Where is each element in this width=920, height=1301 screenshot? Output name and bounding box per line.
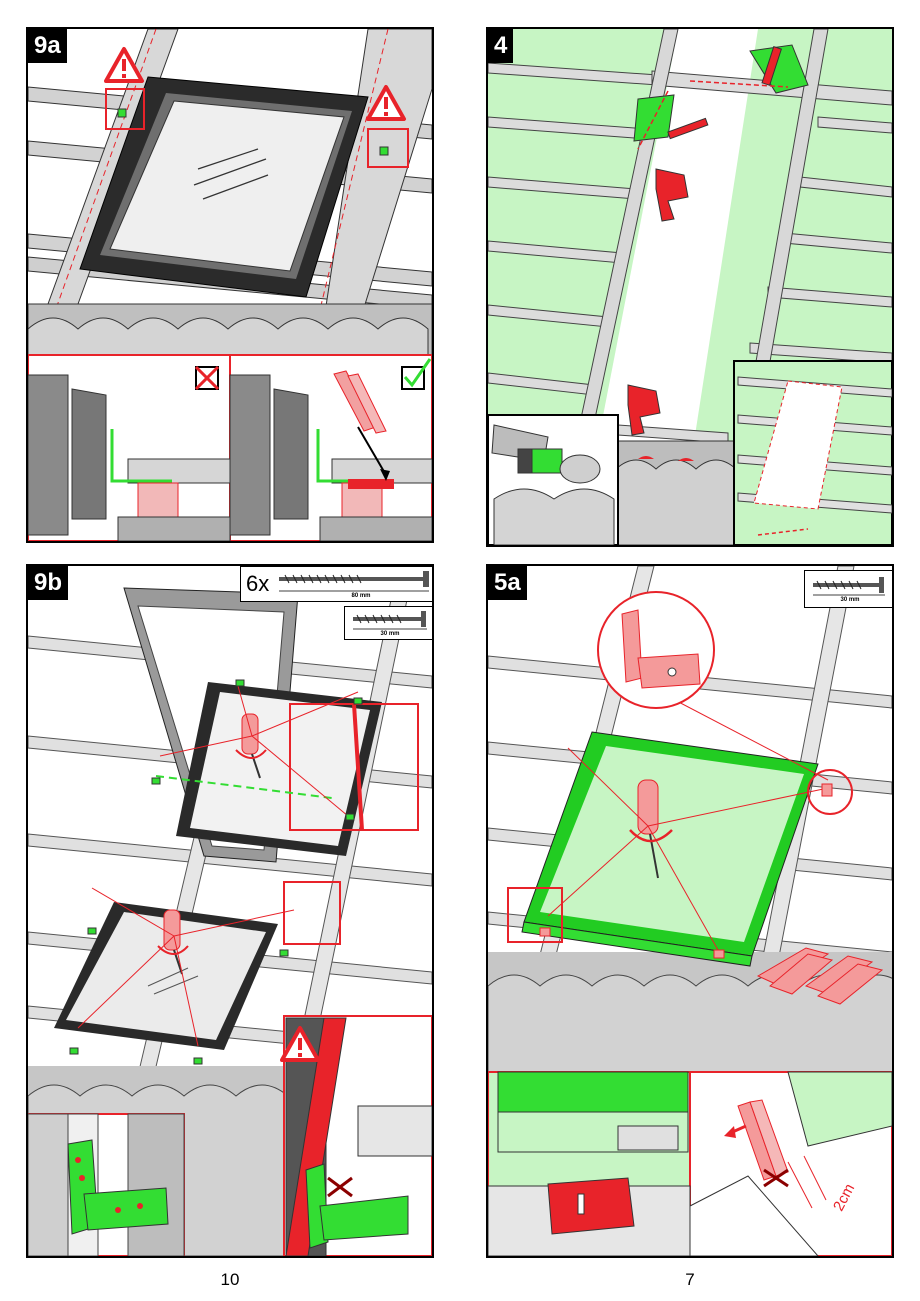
panel-5a: 5a (486, 564, 894, 1258)
panel-9b: 9b (26, 564, 434, 1258)
page-number-left: 10 (220, 1270, 240, 1289)
screw-length-80: 80 mm (351, 593, 371, 599)
screw-icon (813, 577, 885, 596)
panel-4: 4 (486, 27, 894, 547)
step-label-9a: 9a (28, 29, 67, 63)
screw-icon (279, 571, 429, 592)
panel-9a: 9a (26, 27, 434, 543)
screw-box-80mm: 6x 80 mm (240, 566, 432, 602)
illustration-4 (488, 29, 892, 545)
illustration-9a (28, 29, 432, 541)
illustration-9b (28, 566, 432, 1256)
screw-length-30: 30 mm (840, 597, 860, 603)
screwdriver-icon (235, 713, 267, 779)
screw-length-30: 30 mm (380, 631, 400, 637)
checked-box-icon (401, 358, 432, 390)
screw-quantity: 6x (246, 571, 270, 596)
step-label-5a: 5a (488, 566, 527, 600)
screw-box-30mm: 30 mm (804, 570, 892, 608)
warning-triangle-icon (366, 85, 406, 121)
illustration-5a (488, 566, 892, 1256)
warning-triangle-icon (104, 47, 144, 83)
crossed-box-icon (194, 365, 220, 391)
step-label-9b: 9b (28, 566, 69, 600)
screw-box-30mm: 30 mm (344, 606, 432, 640)
step-label-4: 4 (488, 29, 514, 63)
warning-triangle-icon (280, 1026, 320, 1062)
page-number-right: 7 (685, 1270, 695, 1289)
screw-icon (353, 611, 427, 630)
